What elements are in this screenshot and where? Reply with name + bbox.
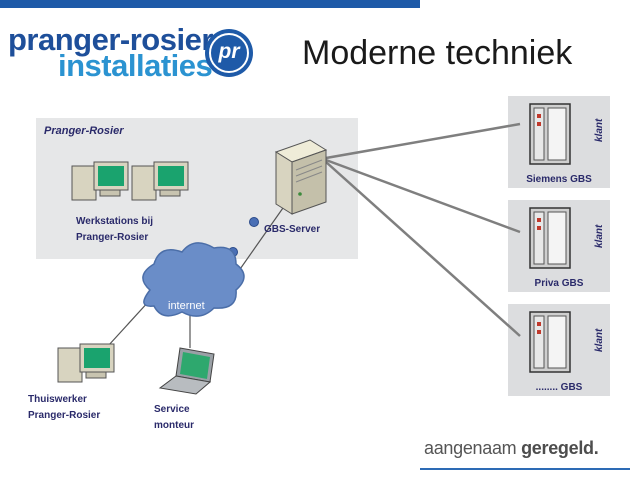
home-worker-label-line2: Pranger-Rosier [28, 410, 101, 421]
company-logo: pranger-rosier installaties pr [8, 22, 260, 83]
client-name-other: ........ GBS [535, 382, 583, 393]
top-bar [0, 0, 420, 8]
link-priva [325, 158, 521, 234]
home-worker-label: Thuiswerker Pranger-Rosier [28, 392, 100, 424]
brand-slogan-bold: geregeld. [521, 438, 599, 458]
workstations-label-line2: Pranger-Rosier [76, 232, 149, 243]
link-other [325, 161, 521, 337]
service-label: Service monteur [154, 402, 194, 434]
gbs-server-icon [274, 139, 328, 215]
home-worker-label-line1: Thuiswerker [28, 394, 87, 405]
workstations-label: Werkstations bij Pranger-Rosier [76, 214, 153, 246]
client-name-priva: Priva GBS [534, 278, 584, 289]
service-label-line2: monteur [154, 420, 194, 431]
link-siemens [325, 122, 521, 160]
internet-cloud-icon [142, 242, 245, 317]
workstations-label-line1: Werkstations bij [76, 216, 154, 227]
server-label: GBS-Server [264, 224, 321, 235]
logo-text-line1: pranger-rosier [8, 22, 213, 57]
home-workstation-icon [57, 343, 115, 383]
client-name-siemens: Siemens GBS [526, 174, 592, 185]
packet-dot-1 [249, 217, 259, 227]
workstation-icon-2 [131, 161, 189, 201]
brand-slogan: aangenaam geregeld. [424, 438, 599, 459]
service-label-line1: Service [154, 404, 190, 415]
service-laptop-icon [158, 347, 215, 395]
link-internet-home [107, 299, 151, 347]
client-rack-icon-priva [529, 207, 571, 269]
client-rack-icon-siemens [529, 103, 571, 165]
internet-label: internet [168, 300, 205, 312]
logo-badge-text: pr [218, 40, 240, 63]
link-server-internet [237, 197, 291, 273]
logo-text-line2: installaties [58, 48, 213, 83]
brand-slogan-plain: aangenaam [424, 438, 517, 458]
logo-badge-icon [205, 29, 253, 77]
client-tag-other: klant [594, 328, 605, 352]
client-tag-siemens: klant [594, 118, 605, 142]
office-panel-label: Pranger-Rosier [44, 125, 124, 137]
client-tag-priva: klant [594, 224, 605, 248]
brand-underline [420, 468, 630, 470]
page-title: Moderne techniek [302, 34, 573, 72]
workstation-icon-1 [71, 161, 129, 201]
client-rack-icon-other [529, 311, 571, 373]
